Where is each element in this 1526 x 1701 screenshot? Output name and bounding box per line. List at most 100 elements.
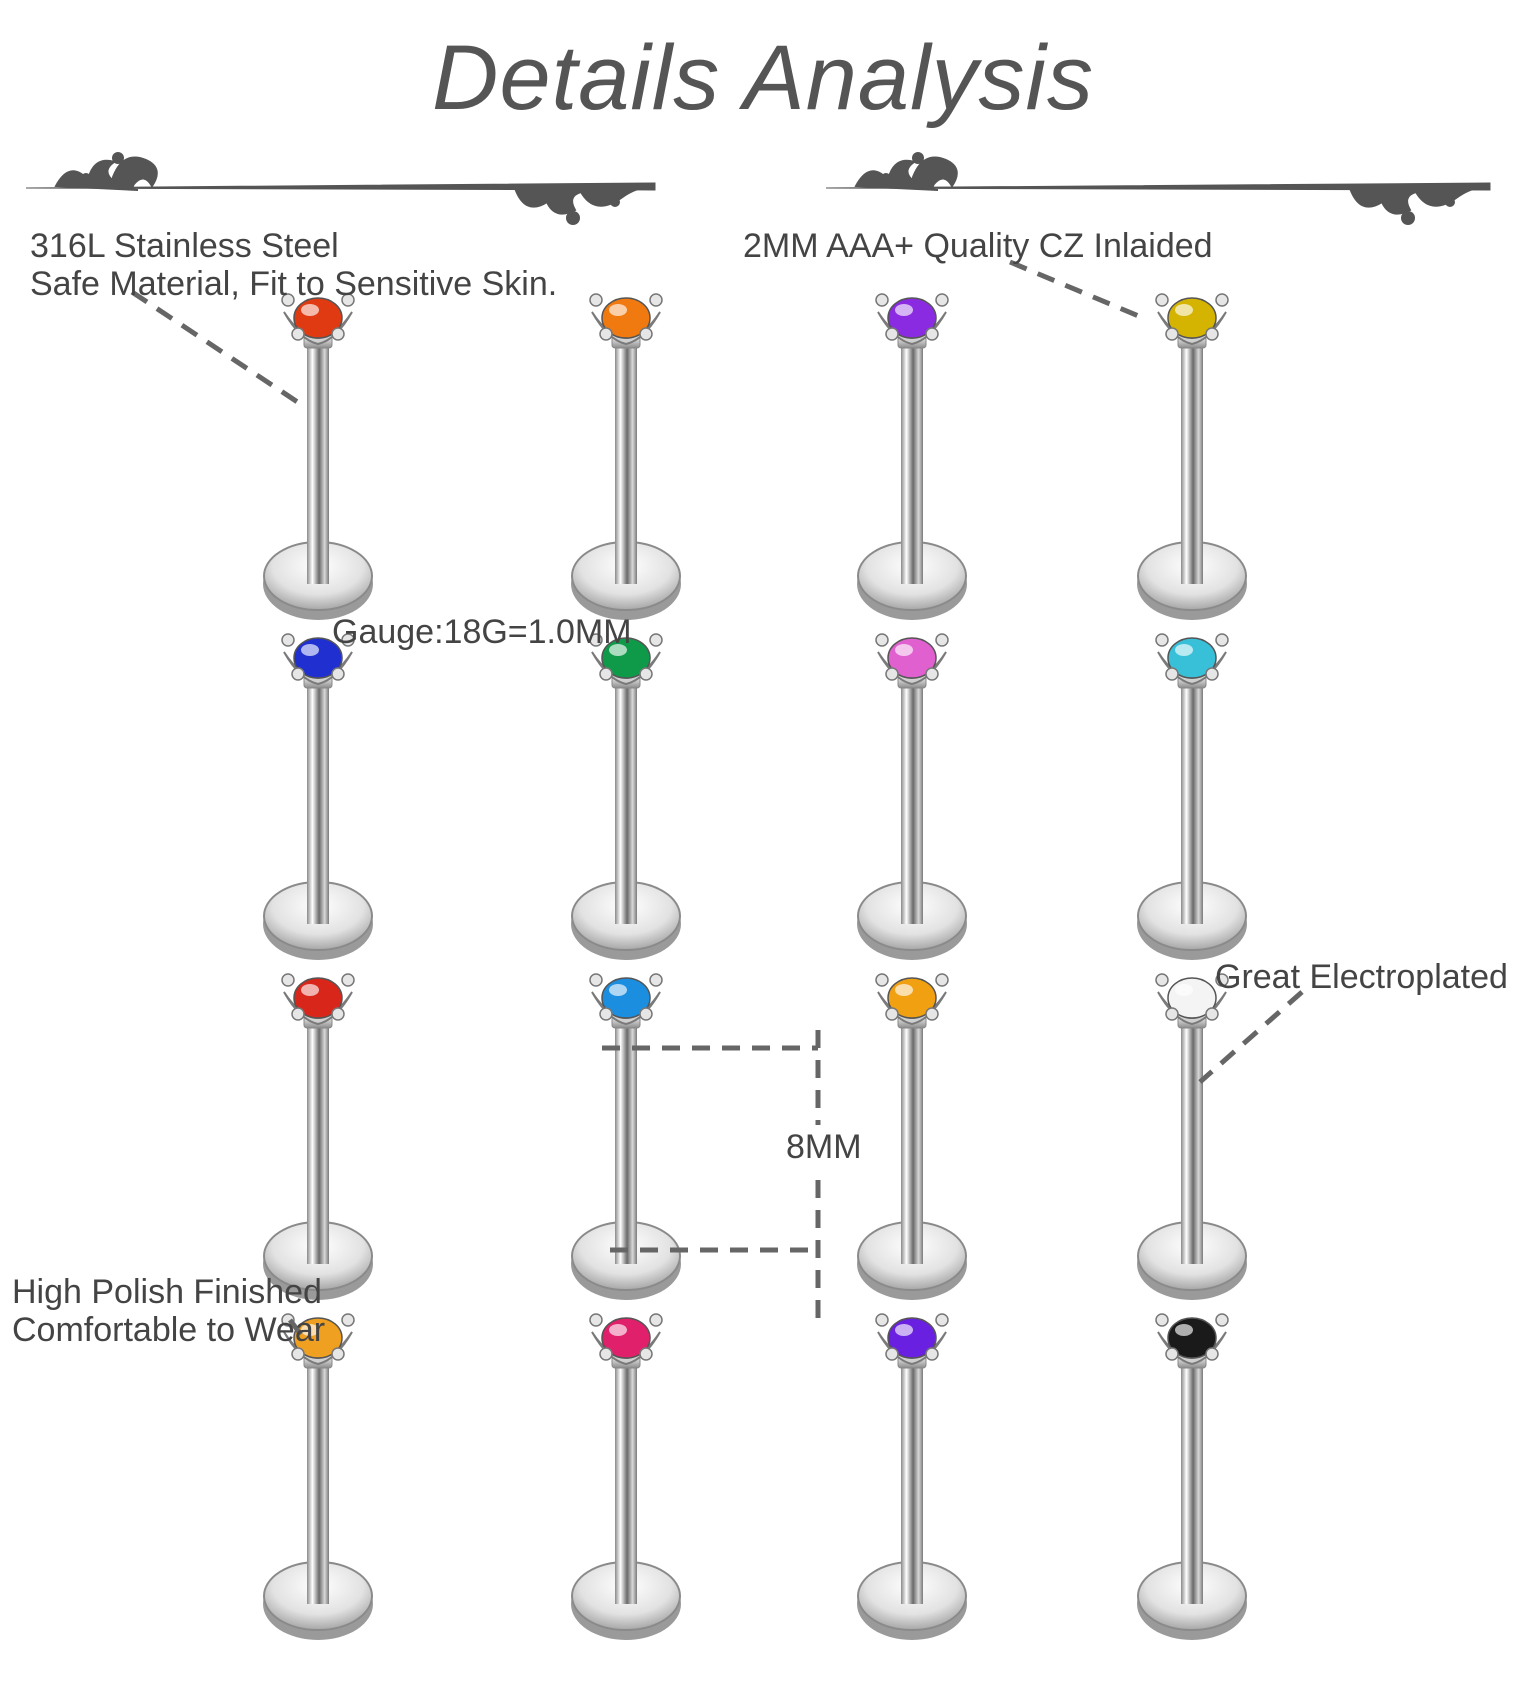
stud-gem-highlight (1175, 304, 1193, 316)
label-material-line1: 316L Stainless Steel (30, 227, 339, 265)
stud-prong (1205, 1347, 1219, 1361)
stud-prong (1205, 1007, 1219, 1021)
stud-gem-highlight (301, 984, 319, 996)
stud-rod (307, 678, 329, 924)
stud-rod (901, 1358, 923, 1604)
stud-r1-c1 (263, 293, 373, 620)
ornament-divider-right (825, 152, 1491, 225)
stud-gem-highlight (301, 1324, 319, 1336)
stud-gem-highlight (895, 984, 913, 996)
stud-prong (341, 293, 355, 307)
stud-gem-highlight (609, 984, 627, 996)
callout-line-electroplated (1198, 990, 1304, 1084)
stud-gem-highlight (895, 304, 913, 316)
stud-r2-c2 (571, 633, 681, 960)
stud-prong (281, 293, 295, 307)
label-cz-quality: 2MM AAA+ Quality CZ Inlaided (743, 227, 1213, 265)
stud-prong (925, 1007, 939, 1021)
stud-r4-c4 (1137, 1313, 1247, 1640)
stud-grid (263, 293, 1247, 1640)
stud-prong (875, 1313, 889, 1327)
stud-prong (1165, 1007, 1179, 1021)
stud-prong (1205, 667, 1219, 681)
stud-prong (1215, 1313, 1229, 1327)
stud-prong (935, 1313, 949, 1327)
callout-line-cz (1009, 259, 1149, 323)
stud-prong (1215, 973, 1229, 987)
stud-rod (1181, 1358, 1203, 1604)
stud-gem-highlight (895, 1324, 913, 1336)
stud-prong (639, 1007, 653, 1021)
stud-prong (885, 1007, 899, 1021)
label-polish-line2: Comfortable to Wear (12, 1311, 326, 1349)
stud-prong (649, 293, 663, 307)
stud-prong (925, 667, 939, 681)
stud-r2-c1 (263, 633, 373, 960)
stud-prong (639, 1347, 653, 1361)
stud-prong (1155, 973, 1169, 987)
stud-prong (1165, 327, 1179, 341)
stud-prong (589, 633, 603, 647)
stud-prong (291, 1347, 305, 1361)
stud-prong (1155, 293, 1169, 307)
stud-rod (1181, 1018, 1203, 1264)
stud-gem-highlight (301, 304, 319, 316)
stud-prong (1165, 1347, 1179, 1361)
stud-rod (307, 1358, 329, 1604)
stud-prong (341, 633, 355, 647)
stud-rod (901, 1018, 923, 1264)
ornament-dividers (25, 152, 1491, 225)
stud-rod (615, 338, 637, 584)
stud-r1-c4 (1137, 293, 1247, 620)
stud-prong (875, 973, 889, 987)
stud-prong (331, 1347, 345, 1361)
stud-gem-highlight (1175, 984, 1193, 996)
stud-prong (875, 633, 889, 647)
stud-gem-highlight (301, 644, 319, 656)
stud-prong (935, 293, 949, 307)
stud-prong (281, 973, 295, 987)
stud-prong (925, 1347, 939, 1361)
stud-rod (1181, 338, 1203, 584)
stud-prong (291, 327, 305, 341)
stud-prong (1215, 293, 1229, 307)
stud-r3-c3 (857, 973, 967, 1300)
stud-prong (1165, 667, 1179, 681)
stud-rod (615, 1018, 637, 1264)
stud-rod (1181, 678, 1203, 924)
stud-prong (589, 293, 603, 307)
label-electroplated: Great Electroplated (1215, 958, 1508, 996)
stud-prong (649, 633, 663, 647)
stud-gem-highlight (609, 304, 627, 316)
stud-prong (1155, 1313, 1169, 1327)
stud-prong (599, 667, 613, 681)
stud-rod (615, 1358, 637, 1604)
stud-prong (1155, 633, 1169, 647)
stud-r2-c3 (857, 633, 967, 960)
stud-gem-highlight (609, 1324, 627, 1336)
stud-gem-highlight (1175, 1324, 1193, 1336)
ornament-divider-left (25, 152, 656, 225)
stud-prong (649, 1313, 663, 1327)
stud-gem-highlight (1175, 644, 1193, 656)
stud-r3-c4 (1137, 973, 1247, 1300)
page-title: Details Analysis (432, 27, 1094, 129)
stud-prong (599, 1347, 613, 1361)
stud-r3-c1 (263, 973, 373, 1300)
stud-prong (649, 973, 663, 987)
stud-rod (615, 678, 637, 924)
stud-prong (925, 327, 939, 341)
stud-gem-highlight (895, 644, 913, 656)
stud-prong (291, 1007, 305, 1021)
stud-r3-c2 (571, 973, 681, 1300)
stud-prong (331, 667, 345, 681)
stud-r4-c1 (263, 1313, 373, 1640)
stud-r4-c3 (857, 1313, 967, 1640)
stud-prong (935, 973, 949, 987)
stud-rod (307, 1018, 329, 1264)
callout-lines (130, 259, 1304, 1342)
stud-prong (935, 633, 949, 647)
stud-r1-c3 (857, 293, 967, 620)
